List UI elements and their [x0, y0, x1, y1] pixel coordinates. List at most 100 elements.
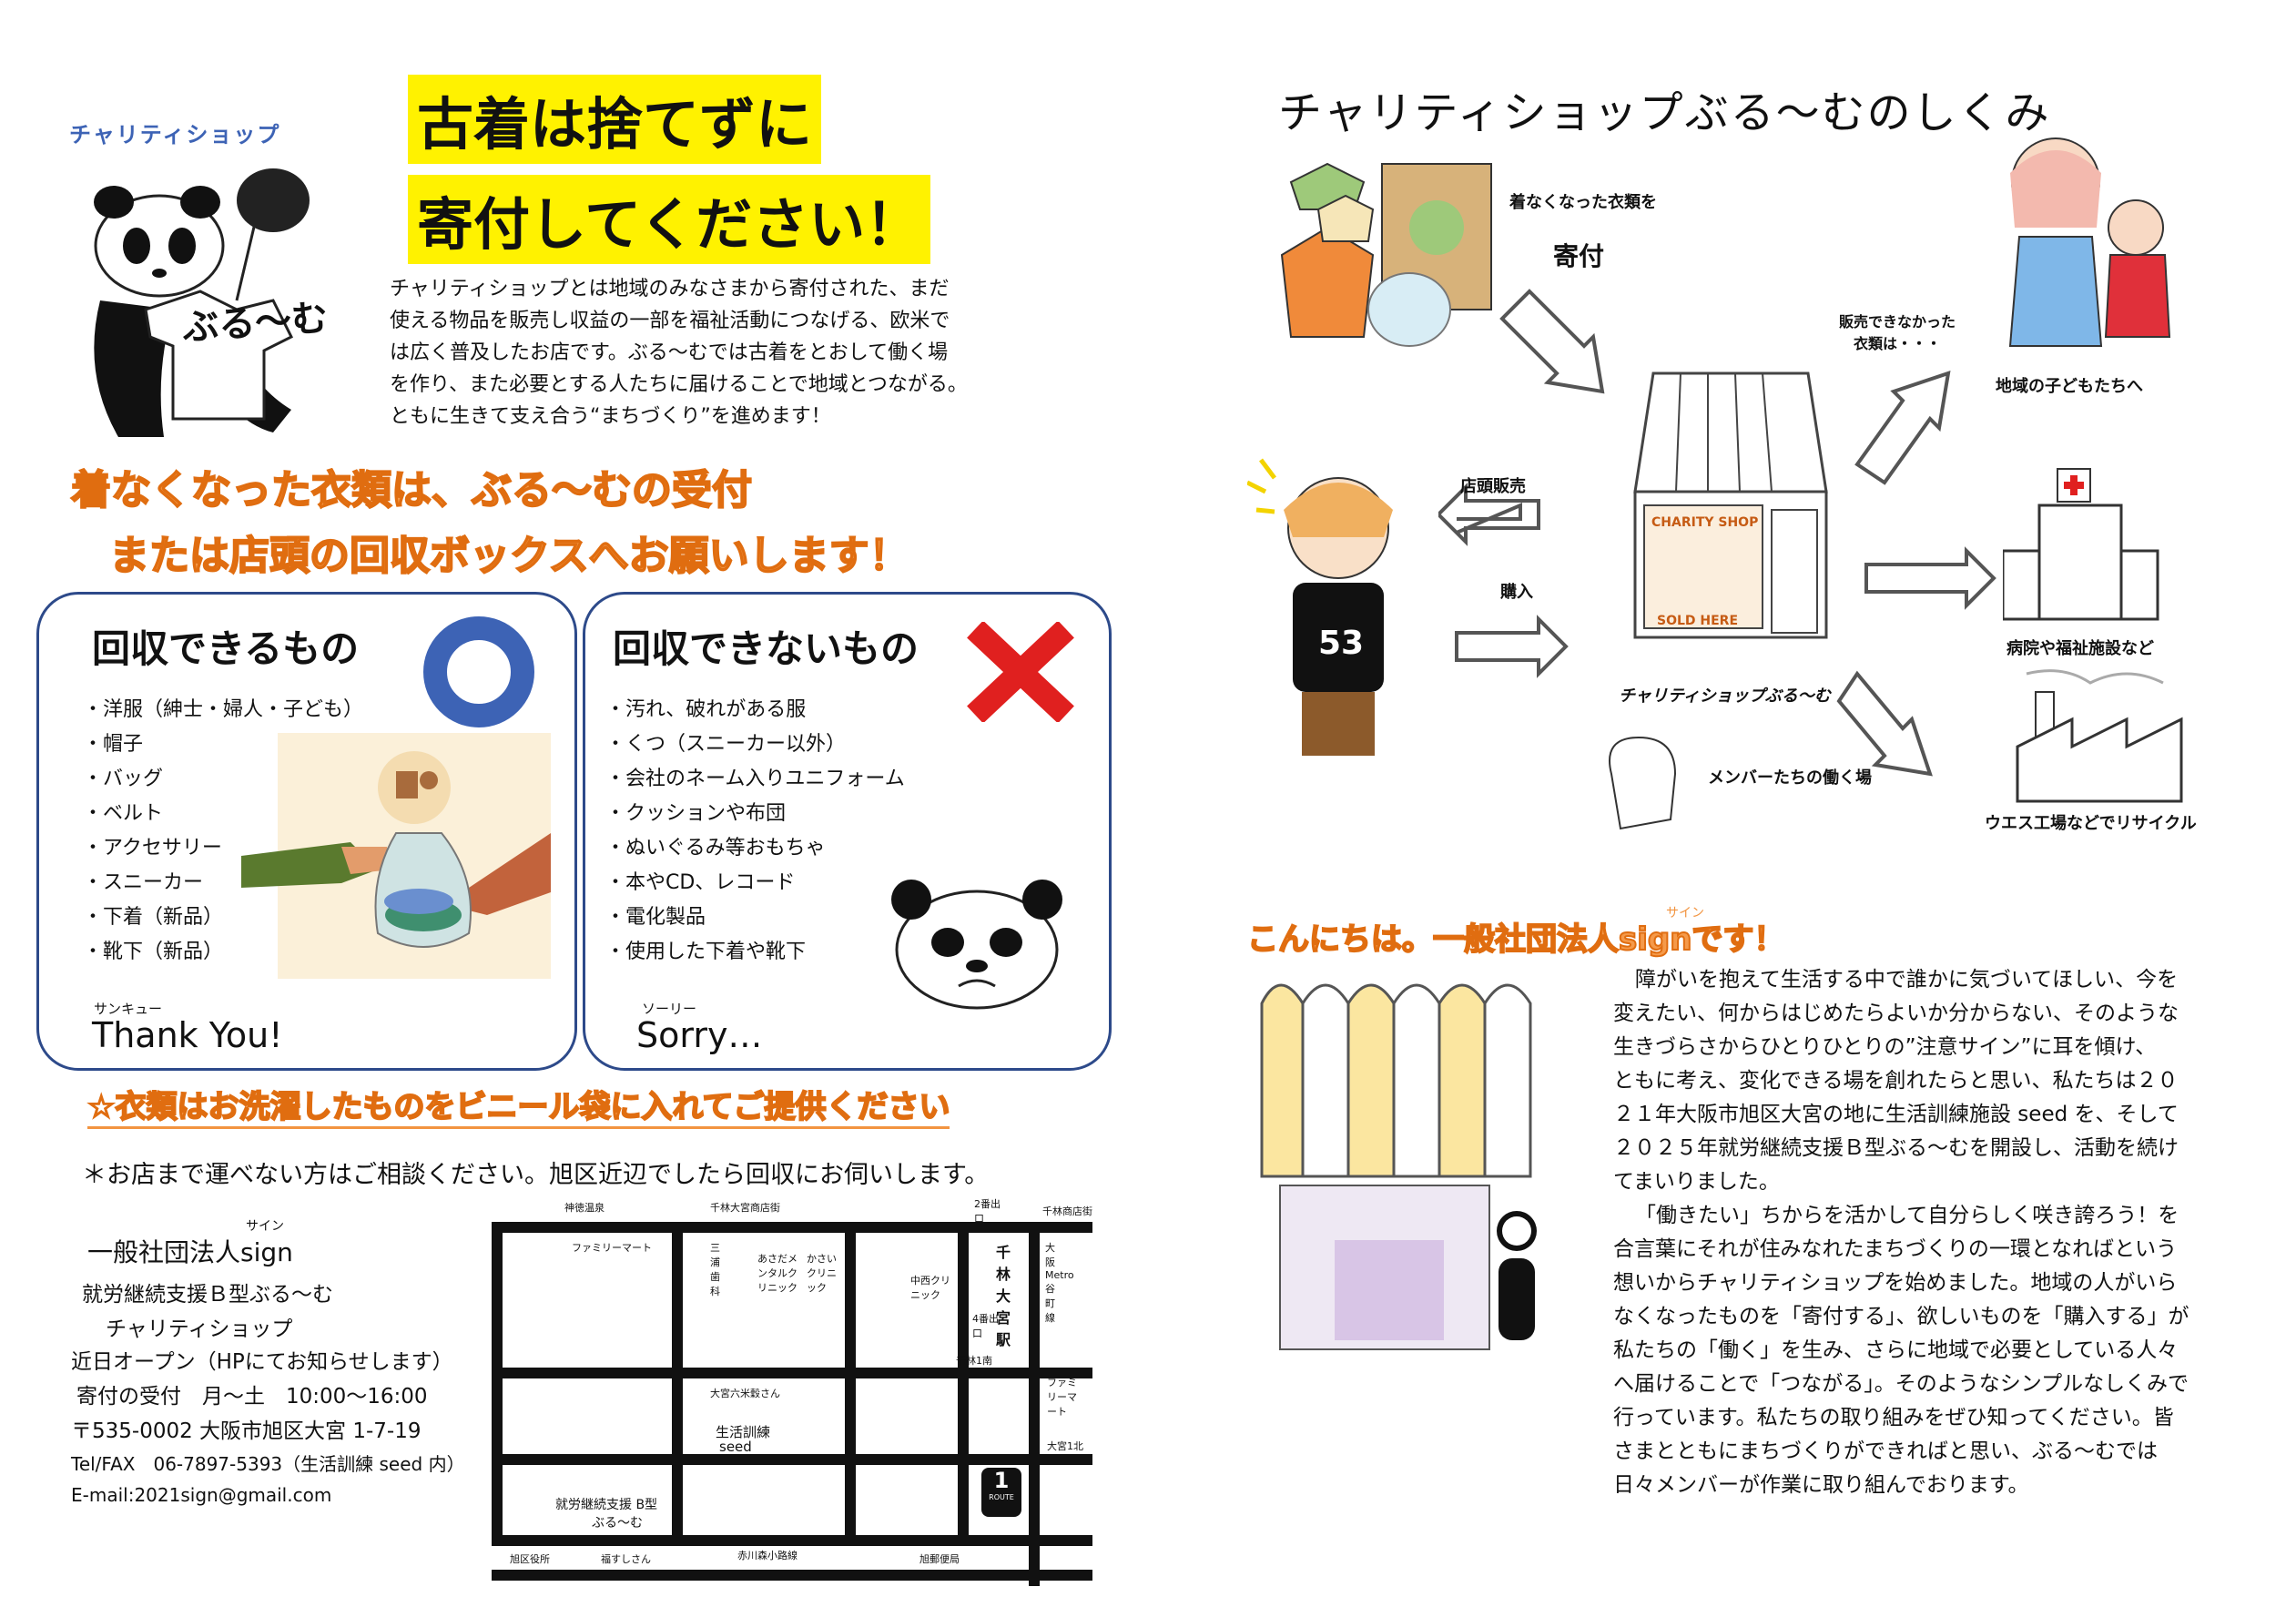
body-line: 変えたい、何からはじめたらよいか分からない、そのような	[1613, 1002, 2179, 1025]
charity-shop-illustration: CHARITY SHOP SOLD HERE	[1617, 355, 1844, 646]
list-item: ぬいぐるみ等おもちゃ	[605, 831, 905, 866]
access-map: 神徳温泉 千林大宮商店街 2番出口 千林商店街 ファミリーマート 三浦歯科 あさ…	[483, 1195, 1102, 1595]
body-line: 私たちの「働く」を生み、さらに地域で必要としている人々	[1613, 1338, 2179, 1362]
list-item: バッグ	[83, 762, 363, 797]
list-item: スニーカー	[83, 866, 363, 900]
org-line: 〒535-0002 大阪市旭区大宮 1-7-19	[71, 1419, 422, 1443]
map-label: 2番出口	[974, 1198, 1001, 1225]
body-line: ２０２５年就労継続支援Ｂ型ぶる～むを開設し、活動を続け	[1613, 1136, 2179, 1160]
map-road	[845, 1222, 856, 1546]
map-label: ファミリーマート	[572, 1242, 652, 1254]
map-label: ぶる～む	[592, 1516, 643, 1531]
intro-line: ともに生きて支え合う“まちづくり”を進めます！	[390, 405, 831, 428]
map-label: 千林1南	[956, 1355, 992, 1367]
kids-illustration	[2008, 137, 2171, 347]
tshirt-text: ぶる～む	[180, 297, 330, 350]
body-line: 日々メンバーが作業に取り組んでおります。	[1613, 1473, 2029, 1497]
map-label: 赤川森小路線	[737, 1550, 798, 1561]
map-road	[1029, 1222, 1040, 1586]
donated-clothes-illustration	[1280, 162, 1492, 347]
body-line: 想いからチャリティショップを始めました。地域の人がいら	[1613, 1271, 2178, 1295]
body-line: 障がいを抱えて生活する中で誰かに気づいてほしい、今を	[1635, 968, 2179, 992]
intro-line: は広く普及したお店です。ぶる～むでは古着をとおして働く場	[390, 341, 949, 364]
list-item: 靴下（新品）	[83, 935, 363, 970]
donation-hands-illustration	[241, 733, 551, 979]
body-line: ２１年大阪市旭区大宮の地に生活訓練施設 seed を、そして	[1613, 1103, 2179, 1126]
map-label: 神徳温泉	[564, 1202, 604, 1214]
map-label: ファミリーマート	[1047, 1377, 1077, 1418]
org-line: 就労継続支援Ｂ型ぶる～む	[82, 1283, 333, 1307]
list-item: クッションや布団	[605, 797, 905, 831]
request-line-2: または店頭の回収ボックスへお願いします！	[108, 532, 910, 580]
intro-line: を作り、また必要とする人たちに届けることで地域とつながる。	[390, 373, 968, 396]
donate-label: 寄付	[1553, 241, 1605, 271]
hospital-label: 病院や福祉施設など	[2006, 639, 2154, 658]
list-item: 下着（新品）	[83, 900, 363, 935]
map-road	[492, 1535, 1092, 1546]
shop-name-label: チャリティショップぶる～む	[1619, 687, 1831, 706]
thanks-text: Thank You!	[92, 1015, 283, 1055]
body-line: さまとともにまちづくりができればと思い、ぶる～むでは	[1613, 1439, 2158, 1463]
map-label: 旭区役所	[510, 1553, 550, 1565]
list-item: 洋服（紳士・婦人・子ども）	[83, 693, 363, 727]
map-label: 千林大宮駅	[996, 1244, 1011, 1348]
map-label: 大宮六米穀さん	[710, 1388, 780, 1399]
body-line: 合言葉にそれが住みなれたまちづくりの一環となればという	[1613, 1237, 2178, 1261]
kids-label: 地域の子どもたちへ	[1996, 377, 2143, 396]
thanks-ruby: サンキュー	[94, 1001, 163, 1017]
map-label: 就労継続支援 B型	[555, 1498, 658, 1512]
map-label: 大阪Metro 谷町線	[1045, 1242, 1074, 1324]
map-road	[492, 1570, 1092, 1581]
headline-line-2: 寄付してください！	[408, 175, 931, 264]
body-line: 生きづらさからひとりひとりの”注意サイン”に耳を傾け、	[1613, 1035, 2157, 1059]
shop-awning-illustration	[1633, 371, 1828, 639]
customer-illustration	[1247, 458, 1393, 756]
map-label: 大宮1北	[1047, 1440, 1083, 1452]
fist-illustration	[1609, 736, 1677, 830]
org-line: 寄付の受付 月～土 10:00～16:00	[76, 1385, 428, 1409]
map-label: 福すしさん	[601, 1553, 651, 1565]
map-road	[492, 1222, 1092, 1233]
route-label: ROUTE	[989, 1493, 1014, 1501]
route-badge: 1 ROUTE	[981, 1468, 1021, 1517]
map-label: 4番出口	[972, 1313, 999, 1339]
map-road	[958, 1222, 969, 1546]
list-item: くつ（スニーカー以外）	[605, 727, 905, 762]
map-label: 三浦歯科	[710, 1242, 720, 1297]
map-label: 中西クリニック	[910, 1275, 950, 1301]
shop-sign: CHARITY SHOP	[1651, 515, 1759, 530]
intro-line: 使える物品を販売し収益の一部を福祉活動につなげる、欧米で	[390, 310, 950, 332]
unsold-label: 販売できなかった 衣類は・・・	[1839, 310, 1956, 353]
donate-small-label: 着なくなった衣類を	[1509, 193, 1657, 212]
unsold-line: 販売できなかった	[1839, 313, 1956, 331]
buy-label: 購入	[1500, 583, 1533, 602]
body-line: なくなったものを「寄付する」、欲しいものを「購入する」が	[1613, 1305, 2189, 1328]
intro-line: チャリティショップとは地域のみなさまから寄付された、まだ	[390, 278, 950, 300]
list-item: 会社のネーム入りユニフォーム	[605, 762, 905, 797]
map-road	[672, 1222, 683, 1546]
flow-arrows	[1438, 289, 1996, 777]
request-line-1: 着なくなった衣類は、ぶる～むの受付	[70, 466, 753, 514]
map-road	[492, 1368, 1092, 1378]
accepted-items-box: 回収できるもの 洋服（紳士・婦人・子ども） 帽子 バッグ ベルト アクセサリー …	[36, 592, 577, 1071]
map-label: 千林商店街	[1042, 1205, 1092, 1217]
list-item: 汚れ、破れがある服	[605, 693, 905, 727]
circle-ok-icon	[423, 616, 534, 727]
route-number: 1	[993, 1468, 1010, 1493]
storefront-illustration	[1260, 983, 1537, 1350]
unsold-line: 衣類は・・・	[1854, 335, 1942, 352]
rejected-title: 回収できないもの	[613, 626, 919, 671]
accepted-list: 洋服（紳士・婦人・子ども） 帽子 バッグ ベルト アクセサリー スニーカー 下着…	[83, 693, 363, 970]
map-label: 旭郵便局	[919, 1553, 960, 1565]
org-line: チャリティショップ	[106, 1317, 293, 1341]
sorry-text: Sorry…	[636, 1015, 763, 1055]
jersey-number: 53	[1318, 625, 1365, 662]
list-item: ベルト	[83, 797, 363, 831]
headline-line-1: 古着は捨てずに	[408, 75, 822, 164]
list-item: 本やCD、レコード	[605, 866, 905, 900]
factory-label: ウエス工場などでリサイクル	[1985, 814, 2197, 833]
pickup-note: ＊お店まで運べない方はご相談ください。旭区近辺でしたら回収にお伺いします。	[82, 1161, 990, 1189]
body-line: へ届けることで「つながる」。そのようなシンプルなしくみで	[1613, 1372, 2189, 1396]
rejected-list: 汚れ、破れがある服 くつ（スニーカー以外） 会社のネーム入りユニフォーム クッシ…	[605, 693, 905, 970]
map-label: seed	[719, 1439, 752, 1455]
